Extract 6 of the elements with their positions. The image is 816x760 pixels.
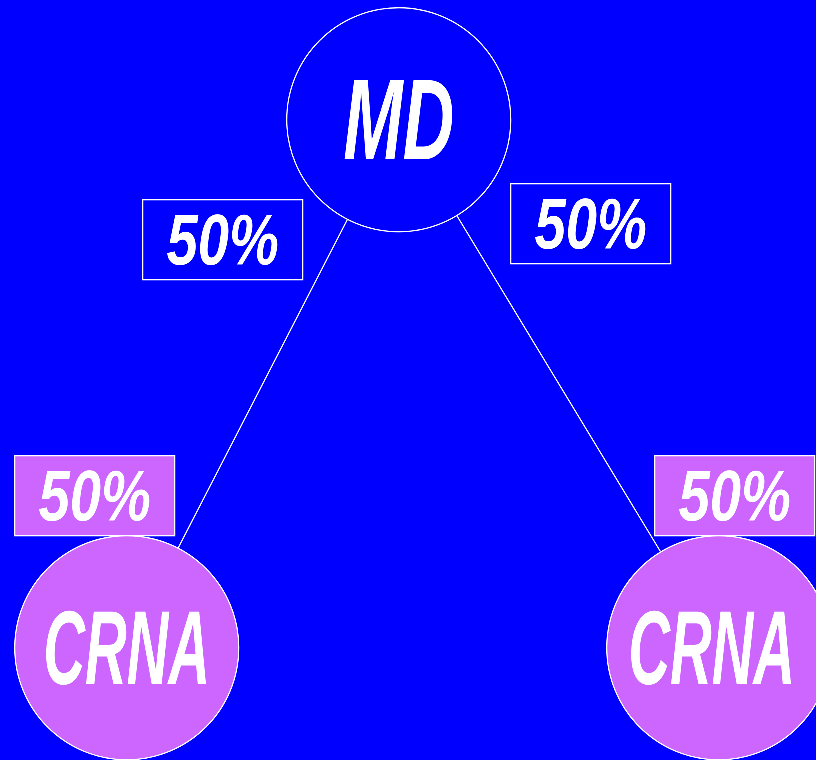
percent-box: 50% — [142, 199, 304, 281]
connector-line — [456, 216, 662, 552]
connector-line — [178, 220, 348, 548]
percent-box: 50% — [510, 183, 672, 265]
percent-box: 50% — [14, 455, 176, 537]
percent-box: 50% — [654, 455, 816, 537]
